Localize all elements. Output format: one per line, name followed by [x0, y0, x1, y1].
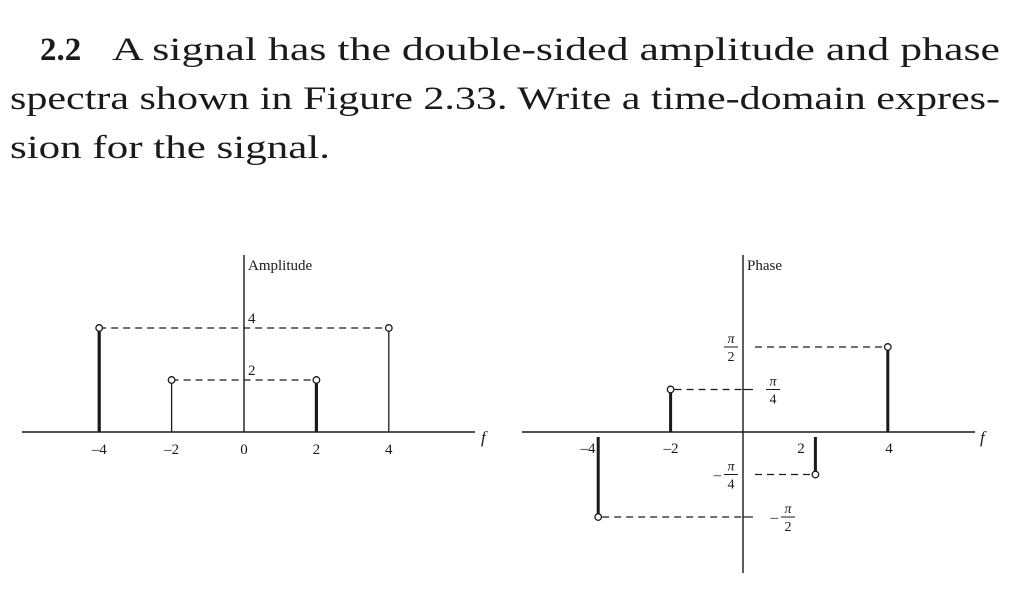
problem-number: 2.2 [40, 32, 81, 68]
y-tick-denominator: 4 [728, 478, 735, 493]
x-tick-label: 2 [313, 442, 321, 458]
x-tick-label: –4 [91, 442, 108, 458]
y-tick-sign: – [770, 510, 779, 526]
x-tick-label: 4 [885, 441, 893, 457]
y-axis-label: Amplitude [248, 258, 313, 274]
problem-line-1: A signal has the double-sided amplitude … [112, 32, 1000, 68]
x-tick-label: 4 [385, 442, 393, 458]
stem-marker [95, 324, 104, 332]
x-axis-label: f [980, 428, 987, 447]
x-axis-label: f [481, 428, 488, 447]
stem-marker [883, 343, 892, 351]
y-tick-numerator: π [727, 332, 735, 347]
x-tick-label: –4 [580, 441, 597, 457]
y-tick-label: 2 [248, 363, 256, 379]
stem-marker [167, 376, 176, 384]
x-tick-label: –2 [163, 442, 179, 458]
stem-marker [594, 513, 603, 521]
stem-marker [811, 470, 820, 479]
x-tick-label: 0 [240, 442, 248, 458]
y-tick-numerator: π [784, 502, 792, 517]
stem-marker [312, 376, 321, 384]
y-tick-numerator: π [769, 375, 777, 390]
problem-line-3: sion for the signal. [10, 130, 330, 166]
x-tick-label: 2 [797, 441, 805, 457]
y-tick-denominator: 2 [785, 520, 792, 535]
problem-line-2: spectra shown in Figure 2.33. Write a ti… [10, 81, 1000, 117]
problem-statement: 2.2 A signal has the double-sided amplit… [10, 32, 1000, 166]
stem-marker [384, 324, 393, 332]
stem-marker [666, 385, 675, 394]
y-tick-label: 4 [248, 311, 256, 327]
amplitude-spectrum-chart: Amplitude f –4 –2 0 2 4 4 2 [22, 255, 488, 458]
x-tick-label: –2 [663, 441, 679, 457]
y-tick-denominator: 4 [770, 393, 777, 408]
y-tick-sign: – [713, 468, 722, 484]
y-tick-numerator: π [727, 460, 735, 475]
y-axis-label: Phase [747, 258, 782, 274]
y-tick-denominator: 2 [728, 350, 735, 365]
